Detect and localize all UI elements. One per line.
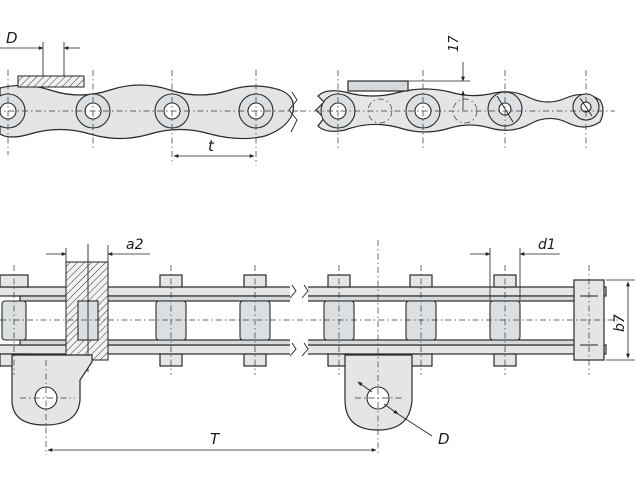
dim-label-top-D: D (6, 29, 18, 47)
dim-label-bottom-D: D (438, 430, 450, 448)
bottom-plan-view: a2 d1 b7 T D (0, 237, 635, 455)
top-chain-left-plates (0, 84, 295, 140)
top-break-line-left (288, 91, 298, 133)
dim-label-bottom-T: T (210, 430, 221, 448)
dim-label-top-t: t (208, 137, 215, 155)
top-attachment-plate-right (347, 80, 409, 92)
dim-label-bottom-b7: b7 (612, 314, 628, 332)
top-attachment-plate-left (17, 75, 85, 88)
bottom-break-gap (290, 283, 308, 358)
top-side-view: D t 17 (0, 29, 615, 165)
dim-label-bottom-d1: d1 (538, 237, 556, 253)
top-chain-right-plates (315, 88, 604, 133)
dim-label-bottom-a2: a2 (126, 237, 144, 253)
bottom-roller-2-hatched (65, 244, 109, 372)
dim-label-top-17: 17 (447, 35, 462, 52)
top-pin-7 (487, 91, 523, 127)
